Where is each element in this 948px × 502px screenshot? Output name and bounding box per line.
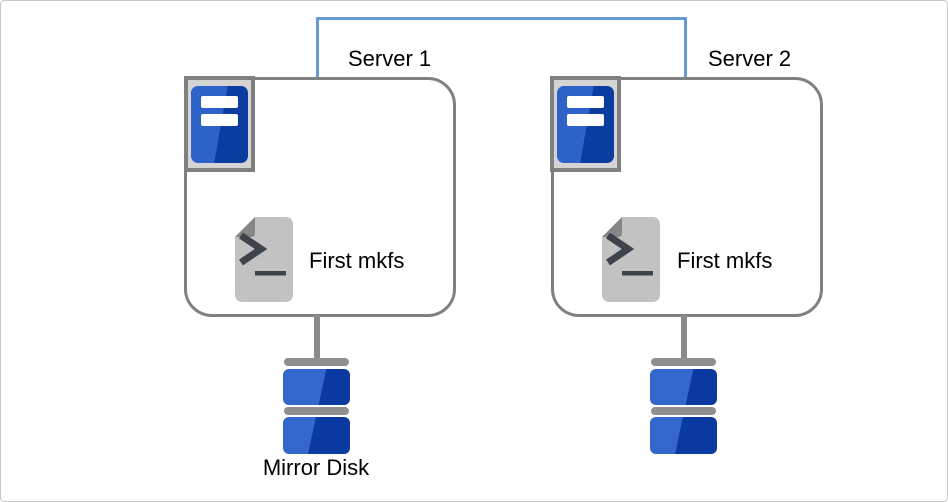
- mirror-disk-icon: [283, 358, 350, 454]
- disk-cap: [651, 358, 716, 366]
- disk-platter: [283, 417, 350, 454]
- disk-cap: [651, 407, 716, 415]
- server-tower-icon: [184, 76, 255, 172]
- terminal-script-icon: [602, 217, 660, 302]
- disk-platter: [650, 417, 717, 454]
- terminal-script-icon: [235, 217, 293, 302]
- server-drive-slot: [567, 114, 604, 126]
- disk-platter: [650, 369, 717, 405]
- server2-disk-connector: [681, 315, 687, 359]
- server-interconnect-line: [316, 17, 687, 77]
- server-drive-slot: [201, 114, 238, 126]
- server1-disk-connector: [314, 315, 320, 359]
- server-tower-panel: [191, 86, 248, 163]
- server-drive-slot: [567, 96, 604, 108]
- server2-label: Server 2: [708, 46, 792, 71]
- server-drive-slot: [201, 96, 238, 108]
- disk-cap: [284, 407, 349, 415]
- server2-script-label: First mkfs: [677, 248, 773, 273]
- disk-platter: [283, 369, 350, 405]
- mirror-disk-icon: [650, 358, 717, 454]
- disk-cap: [284, 358, 349, 366]
- server1-script-label: First mkfs: [309, 248, 405, 273]
- mirror-disk-label: Mirror Disk: [262, 455, 370, 480]
- server1-label: Server 1: [348, 46, 432, 71]
- server-tower-panel: [557, 86, 614, 163]
- server-tower-icon: [550, 76, 621, 172]
